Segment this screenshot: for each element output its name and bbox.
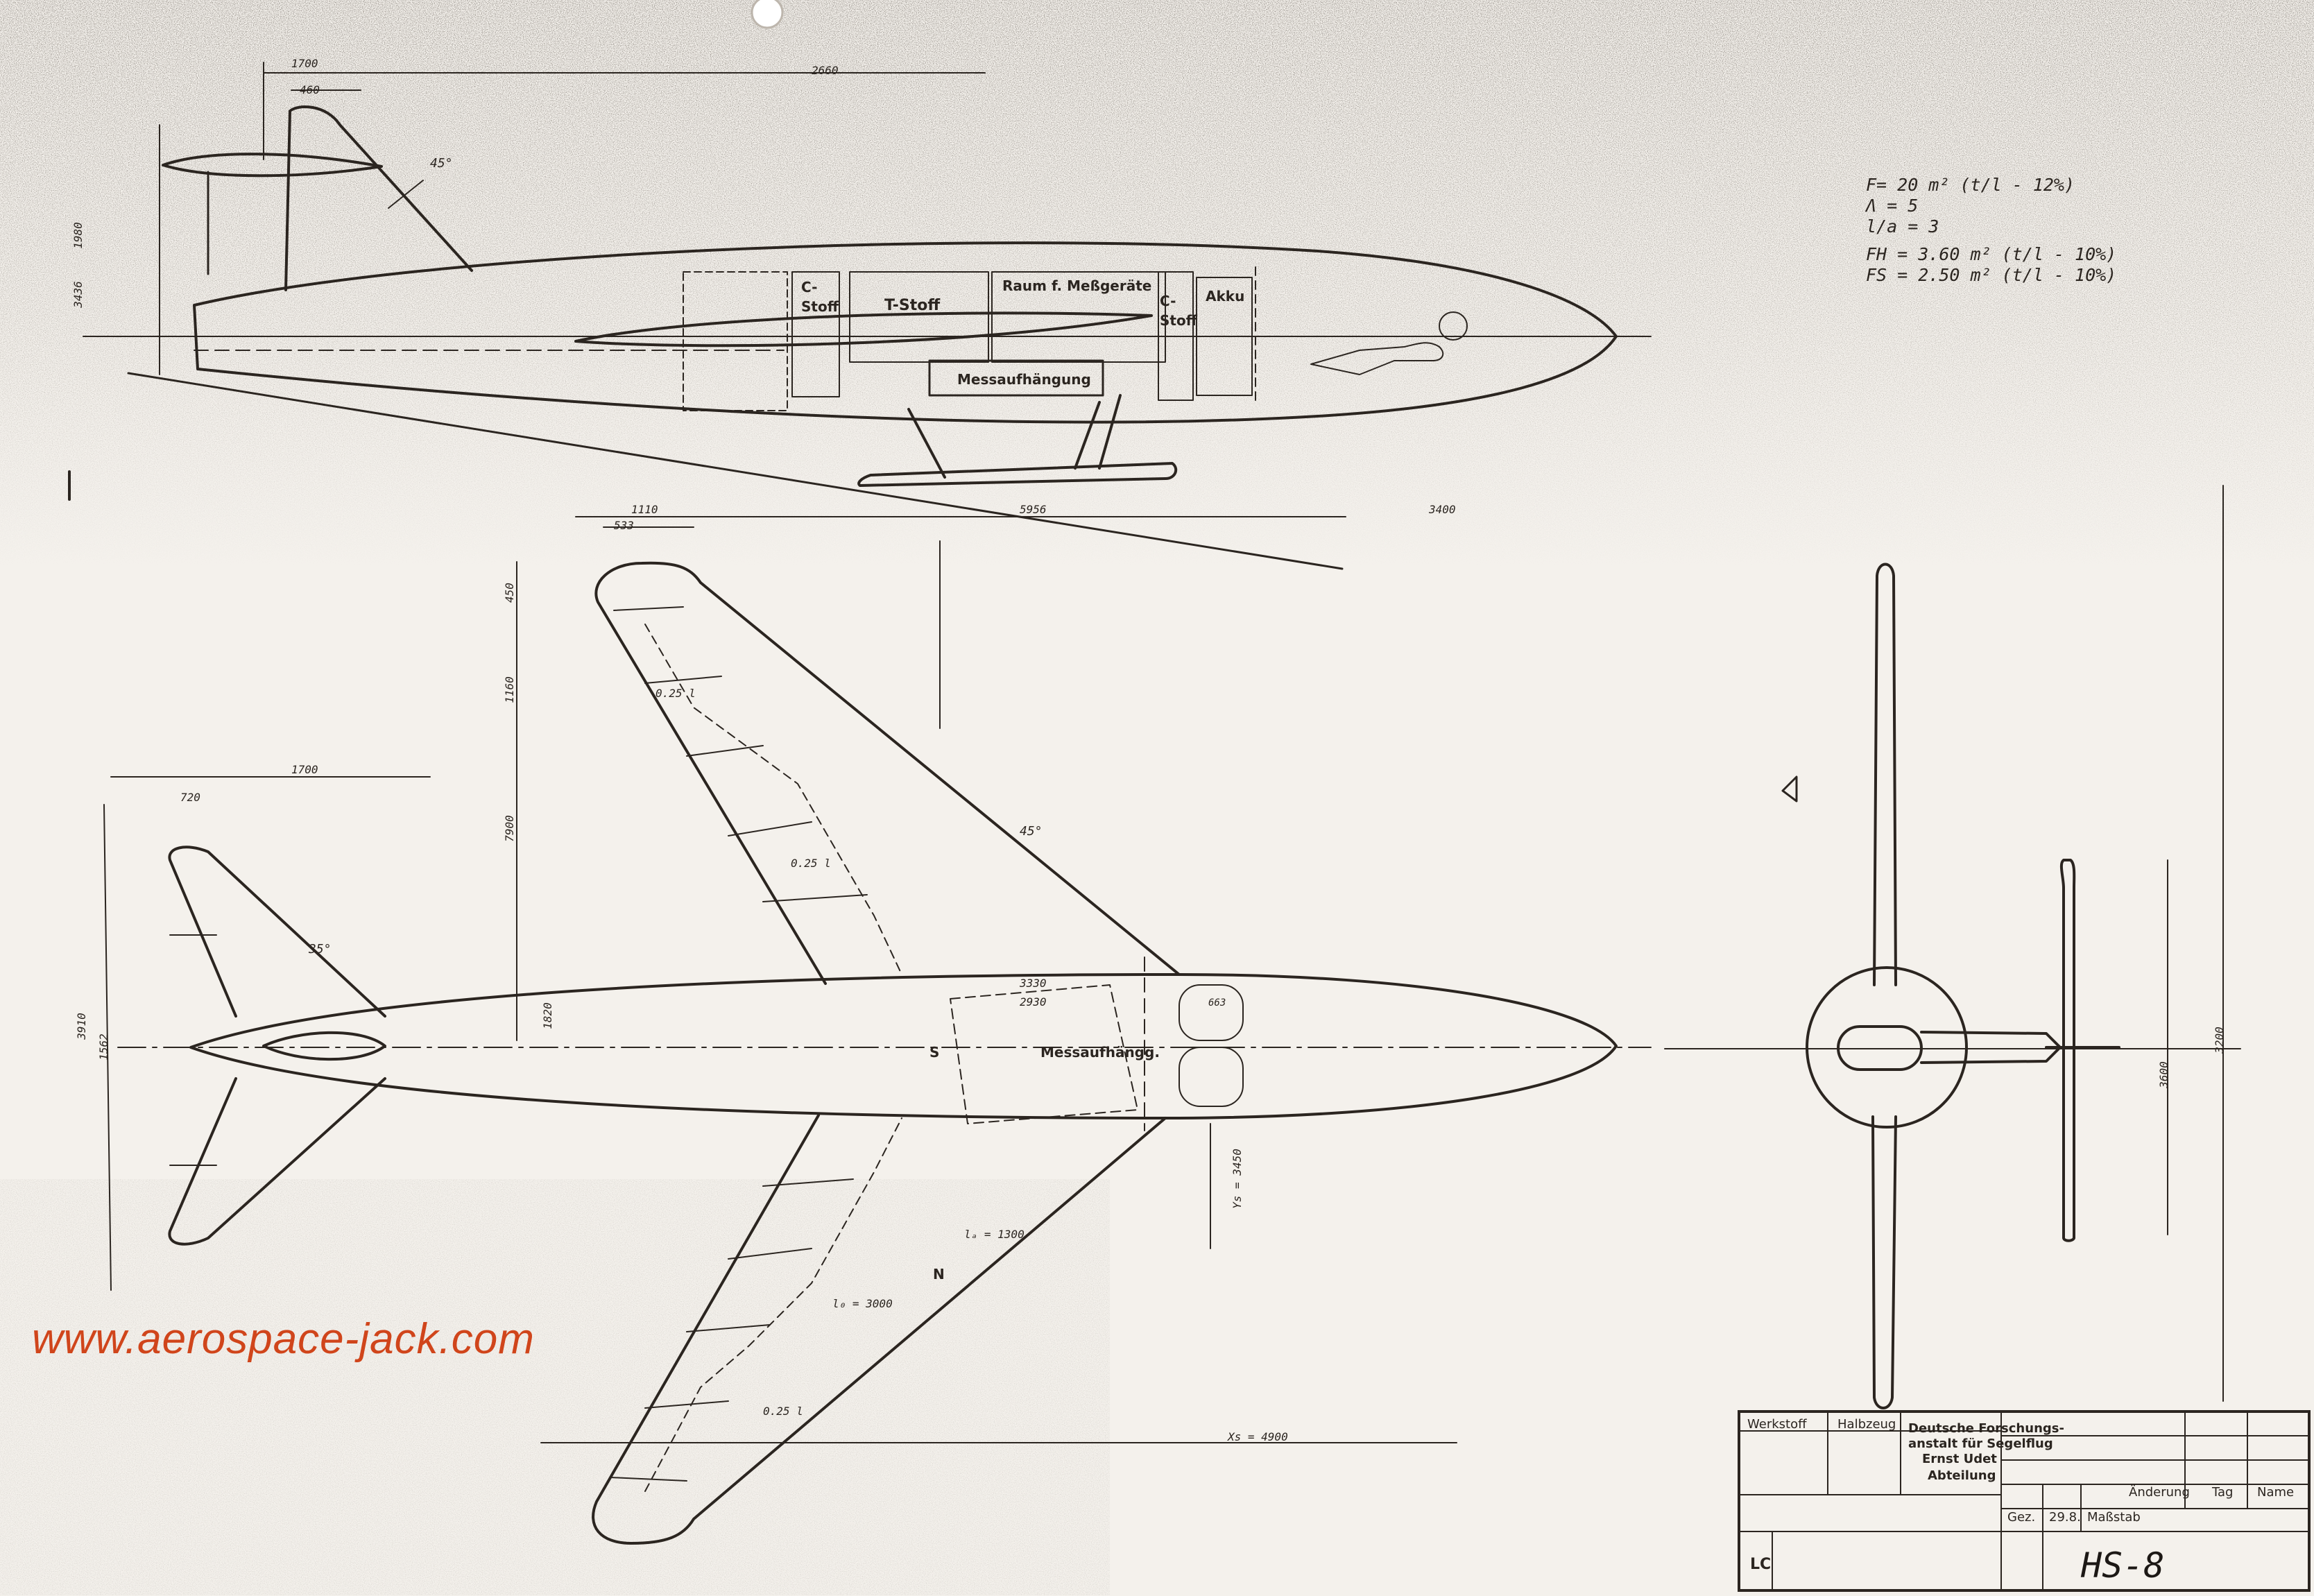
dim-plan-left-b: 1562	[96, 1033, 110, 1061]
compartment-cstoff-2	[1158, 271, 1194, 401]
title-block-lines	[1738, 1411, 2311, 1592]
tb-tag: Tag	[2212, 1485, 2234, 1500]
tb-date: 29.8.	[2049, 1510, 2081, 1525]
label-messaufhaengung: Messaufhängung	[957, 371, 1091, 388]
dim-plan-root: l₀ = 3000	[832, 1297, 893, 1310]
dim-plan-3: 3330	[1020, 977, 1047, 990]
dim-plan-5: 1820	[540, 1002, 554, 1029]
label-cstoff-1: C- Stoff	[801, 279, 839, 315]
label-plan-messaufhaengung: Messaufhängg.	[1040, 1044, 1160, 1061]
dim-plan-2: 720	[180, 791, 200, 804]
dim-plan-8: 0.25 l	[791, 857, 831, 870]
dim-plan-7: 0.25 l	[655, 687, 696, 700]
tb-name: Name	[2257, 1485, 2295, 1500]
tb-org-1: Deutsche Forschungs-	[1908, 1421, 2064, 1436]
messaufhaengung-box	[928, 359, 1104, 397]
plan-htail-lower	[168, 1077, 386, 1246]
dim-plan-tip: lₐ = 1300	[964, 1228, 1025, 1241]
compartment-raum	[991, 271, 1166, 363]
side-wing-section	[574, 311, 1153, 347]
dim-side-bottom-4: 3400	[1429, 503, 1456, 516]
dim-plan-half-span-v: Ys = 3450	[1230, 1149, 1244, 1209]
compartment-akku	[1196, 277, 1253, 396]
plan-fin-section	[262, 1031, 386, 1061]
plan-view	[117, 561, 1652, 1545]
dim-plan-left-a: 3910	[74, 1013, 88, 1040]
plan-fuselage	[189, 973, 1618, 1119]
spec-fin-area: FS = 2.50 m² (t/l - 10%)	[1866, 265, 2117, 285]
compartment-tstoff	[849, 271, 989, 363]
side-htail	[162, 153, 383, 178]
dim-side-top-2: 460	[300, 83, 320, 96]
title-block: Werkstoff Halbzeug Deutsche Forschungs- …	[1738, 1410, 2311, 1592]
label-messgeraete: Raum f. Meßgeräte	[1002, 277, 1152, 294]
tb-aenderung: Änderung	[2129, 1485, 2190, 1500]
label-tstoff: T-Stoff	[884, 297, 941, 314]
tb-org-2: anstalt für Segelflug	[1908, 1436, 2053, 1451]
angle-plan-tail: 35°	[309, 942, 332, 956]
front-fin	[2059, 859, 2076, 1242]
pilot-figure	[1310, 342, 1444, 375]
side-dimension-lines	[68, 62, 1346, 528]
compartment-cstoff-1	[791, 271, 840, 397]
front-wing-lower	[1871, 1115, 1897, 1409]
dim-plan-left-d: 450	[502, 583, 516, 603]
spec-taper: l/a = 3	[1866, 216, 1939, 237]
dim-plan-6: 663	[1208, 997, 1226, 1009]
tb-lc: LC	[1750, 1556, 1772, 1573]
spec-aspect-ratio: Λ = 5	[1866, 196, 1919, 216]
dim-front-2: 3200	[2212, 1027, 2226, 1054]
spec-htail-area: FH = 3.60 m² (t/l - 10%)	[1866, 244, 2117, 264]
side-tail-fin	[284, 105, 473, 291]
label-plan-s: S	[929, 1044, 940, 1061]
tb-org-4: Abteilung	[1928, 1468, 1996, 1483]
tb-massstab: Maßstab	[2087, 1510, 2141, 1525]
landing-skid	[857, 462, 1178, 487]
plan-wing-lower	[592, 1114, 1167, 1545]
dim-side-left-2: 3436	[71, 281, 85, 308]
tb-org-3: Ernst Udet	[1922, 1452, 1997, 1466]
front-view	[1664, 485, 2241, 1409]
plan-dimension-lines	[103, 540, 1457, 1443]
dim-plan-1: 1700	[291, 763, 318, 776]
label-plan-n: N	[933, 1266, 945, 1282]
dim-side-top-3: 2660	[812, 64, 839, 77]
dim-plan-half-span: Xs = 4900	[1228, 1430, 1288, 1443]
angle-side-tail: 45°	[430, 156, 453, 171]
front-fuselage-disc	[1806, 966, 1968, 1129]
dim-plan-span-left: 7900	[502, 815, 516, 842]
label-cstoff-2: C- Stoff	[1160, 293, 1197, 329]
punch-hole	[751, 0, 784, 29]
dim-side-top-1: 1700	[291, 57, 318, 70]
plan-htail-upper	[168, 846, 386, 1018]
dim-side-bottom-2: 533	[614, 519, 634, 532]
drawing-number: HS-8	[2081, 1545, 2165, 1586]
plan-messaufhaengung	[950, 984, 1138, 1124]
tb-halbzeug: Halbzeug	[1837, 1417, 1896, 1432]
dim-side-bottom-3: 5956	[1020, 503, 1047, 516]
side-view	[83, 105, 1652, 570]
dim-front-1: 3600	[2157, 1061, 2170, 1088]
plan-wing-upper	[594, 561, 1181, 985]
watermark-url: www.aerospace-jack.com	[32, 1315, 535, 1363]
dim-plan-9: 0.25 l	[763, 1405, 803, 1418]
label-akku: Akku	[1206, 288, 1245, 304]
dim-side-left-1: 1980	[71, 222, 85, 249]
dim-plan-4: 2930	[1020, 995, 1047, 1009]
front-wing-upper	[1873, 563, 1897, 986]
spec-wing-area: F= 20 m² (t/l - 12%)	[1866, 175, 2075, 195]
dim-side-bottom-1: 1110	[631, 503, 658, 516]
angle-plan-wing: 45°	[1020, 824, 1043, 839]
front-htail	[1920, 1031, 2062, 1064]
tb-werkstoff: Werkstoff	[1747, 1417, 1807, 1432]
dim-plan-left-c: 1160	[502, 676, 516, 703]
tb-gez: Gez.	[2007, 1510, 2036, 1525]
